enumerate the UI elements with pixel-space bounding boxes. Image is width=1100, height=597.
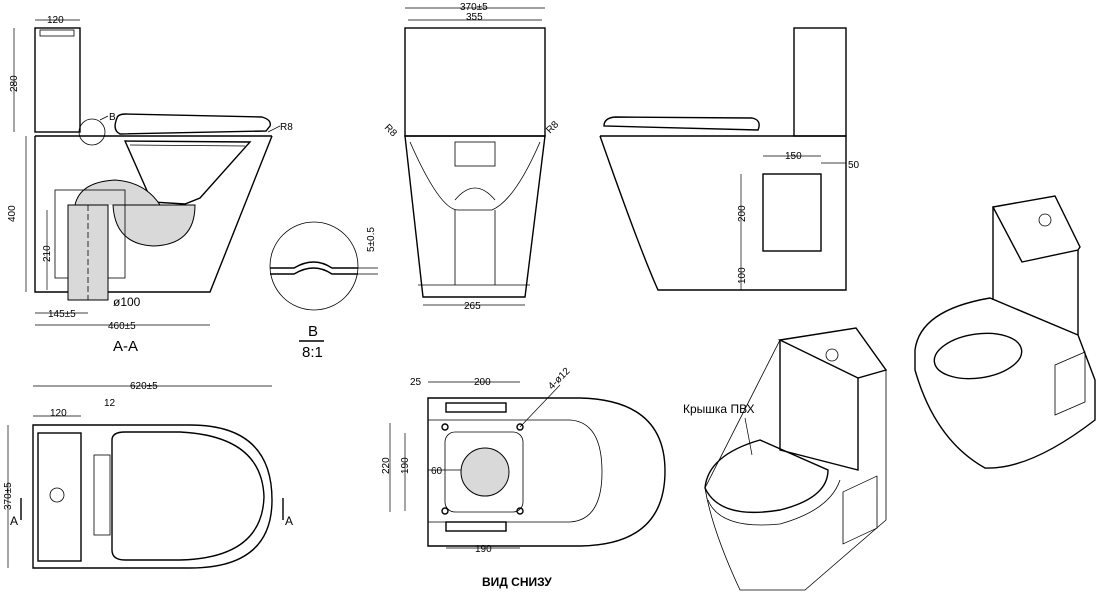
- bowl-body: [34, 135, 273, 293]
- iso-front-body: [704, 327, 887, 591]
- side-panel-bottom: 100: [737, 267, 748, 284]
- iso-view-front: Крышка ПВХ: [683, 327, 888, 591]
- iso-tank-front: [779, 340, 859, 471]
- top-tank: [37, 432, 82, 562]
- side-panel-width: 150: [785, 151, 802, 162]
- front-tank: [404, 27, 546, 137]
- detail-b-circle: [269, 221, 359, 311]
- detail-circle-b: [78, 118, 106, 146]
- detail-b-profile-inner: [270, 267, 358, 275]
- top-width: 370±5: [3, 482, 14, 510]
- bottom-holes-leader: [519, 384, 561, 428]
- bottom-hole-spacing-x: 200: [474, 377, 491, 388]
- iso-lid: [704, 439, 829, 514]
- front-width-inner: 355: [466, 12, 483, 23]
- front-radius-right: R8: [544, 119, 561, 136]
- detail-b-title: B: [308, 323, 318, 340]
- trap-upper: [74, 179, 161, 206]
- section-mark-right: A: [285, 514, 293, 528]
- dim-tank-height: 280: [9, 75, 20, 92]
- side-access-panel: [762, 173, 822, 252]
- iso-access-panel: [842, 475, 878, 545]
- iso-tank-top: [777, 327, 888, 379]
- bottom-outlet-plate: [444, 431, 524, 513]
- bottom-hole-4: [516, 507, 524, 515]
- front-bowl: [409, 141, 541, 211]
- front-body: [404, 135, 546, 298]
- bottom-hole-spacing-y: 190: [400, 457, 411, 474]
- front-radius-left: R8: [382, 122, 399, 139]
- top-tank-depth: 120: [50, 408, 67, 419]
- iso-flush-button: [825, 348, 839, 362]
- dim-outlet-height: 210: [42, 245, 53, 262]
- detail-b-thickness: 5±0.5: [366, 227, 377, 252]
- detail-b-profile: [270, 261, 358, 269]
- bowl-inner-line: [129, 144, 246, 147]
- side-panel-offset: 50: [848, 160, 860, 171]
- bottom-slot-top: [445, 402, 507, 413]
- dim-total-height: 400: [7, 205, 18, 222]
- bottom-view: 25 200 4-ø12 220 190 60 190 ВИД СНИЗУ: [381, 366, 666, 589]
- bottom-slot-spacing: 190: [475, 544, 492, 555]
- top-body: [32, 424, 273, 569]
- front-outlet-window: [454, 141, 496, 167]
- bottom-offset: 25: [410, 377, 422, 388]
- bottom-hole-2: [516, 423, 524, 431]
- front-pipe-edges: [454, 210, 496, 285]
- side-lid: [603, 116, 760, 131]
- tank-outline: [34, 27, 81, 133]
- flush-button: [49, 487, 65, 503]
- top-seat: [111, 431, 265, 561]
- tank-button: [39, 29, 75, 37]
- bottom-hole-1: [441, 423, 449, 431]
- iso-back-access-panel: [1054, 351, 1086, 416]
- seat-lid: [114, 113, 272, 135]
- detail-leader: [99, 115, 109, 121]
- iso-back-bowl: [933, 332, 1023, 380]
- bottom-outline: [427, 397, 666, 547]
- side-view: 150 50 200 100: [599, 27, 860, 291]
- front-base-width: 265: [464, 301, 481, 312]
- iso-back-body: [914, 297, 1096, 469]
- iso-callout-label: Крышка ПВХ: [683, 402, 755, 416]
- bottom-outlet: [460, 447, 510, 497]
- dim-outlet-offset: 145±5: [48, 309, 76, 320]
- side-tank: [793, 27, 847, 137]
- trap-lower: [112, 204, 196, 247]
- front-pipe-arch: [454, 187, 496, 201]
- bottom-outlet-offset: 60: [431, 466, 443, 477]
- bottom-hole-3: [441, 507, 449, 515]
- section-radius-label: R8: [280, 122, 293, 133]
- bottom-view-caption: ВИД СНИЗУ: [482, 575, 552, 589]
- side-panel-height: 200: [737, 205, 748, 222]
- iso-back-flush-button: [1038, 213, 1052, 227]
- top-view: 620±5 120 12 370±5 A A: [3, 381, 293, 569]
- detail-b: 5±0.5 B 8:1: [269, 221, 378, 361]
- top-hinge-block: [93, 454, 111, 536]
- iso-back-tank-edges: [992, 207, 1079, 335]
- top-total-length: 620±5: [130, 381, 158, 392]
- front-width-outer: 370±5: [460, 2, 488, 13]
- dim-depth: 460±5: [108, 321, 136, 332]
- detail-ref-label: B: [109, 112, 116, 123]
- section-label: A-A: [113, 338, 138, 355]
- side-body: [599, 135, 847, 291]
- dim-tank-width: 120: [47, 15, 64, 26]
- bottom-span-y: 220: [381, 457, 392, 474]
- section-mark-left: A: [10, 514, 18, 528]
- iso-callout-leader: [744, 417, 753, 456]
- iso-back-tank-top: [991, 195, 1081, 263]
- top-gap: 12: [104, 398, 116, 409]
- dim-outlet-diameter: ø100: [113, 295, 141, 309]
- iso-seat-rim: [707, 479, 841, 526]
- iso-view-back: [914, 195, 1096, 469]
- bottom-holes: 4-ø12: [546, 366, 573, 393]
- bottom-slot-bottom: [445, 521, 507, 532]
- section-view-a-a: B R8 120 280 400 210 ø100 145±5 460±5 A-…: [7, 15, 293, 355]
- r8-leader: [267, 125, 281, 133]
- detail-b-scale: 8:1: [302, 344, 323, 361]
- bottom-inner-outline: [428, 419, 603, 523]
- front-view: 370±5 355 265 R8 R8: [382, 2, 562, 312]
